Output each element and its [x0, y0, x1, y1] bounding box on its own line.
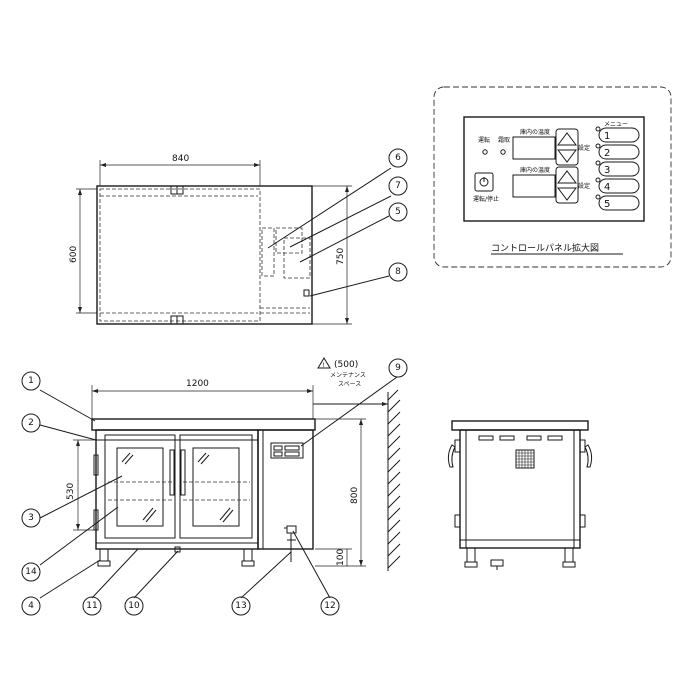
callout-9: 9	[388, 358, 408, 378]
right-door-glass	[192, 447, 240, 527]
side-leg-left	[466, 547, 476, 563]
top-view-outline	[96, 185, 313, 325]
temp-display-1	[512, 136, 556, 160]
svg-text:10: 10	[128, 601, 140, 611]
leg-right	[243, 548, 253, 562]
left-door	[104, 434, 176, 539]
set-arrows-1[interactable]	[555, 128, 579, 166]
callout-5: 5	[388, 202, 408, 222]
svg-text:1: 1	[28, 376, 34, 386]
svg-text:1: 1	[604, 131, 610, 142]
wall-hatch	[387, 389, 401, 569]
front-view: 1200 530 800 100	[66, 357, 401, 571]
svg-text:8: 8	[395, 267, 401, 277]
svg-text:14: 14	[25, 567, 37, 577]
callout-6: 6	[388, 148, 408, 168]
side-countertop	[451, 420, 589, 431]
callout-14: 14	[21, 562, 41, 582]
temp-display-2	[512, 174, 556, 198]
callout-2: 2	[21, 413, 41, 433]
maintenance-value: (500)	[334, 360, 358, 370]
callout-3: 3	[21, 508, 41, 528]
left-door-glass	[116, 447, 164, 527]
down-arrow-icon[interactable]	[557, 187, 577, 201]
svg-text:4: 4	[28, 601, 34, 611]
svg-text:3: 3	[604, 165, 610, 176]
up-arrow-icon[interactable]	[557, 170, 577, 184]
svg-text:!: !	[323, 362, 325, 369]
drain-valve	[286, 525, 297, 534]
side-leg-right	[564, 547, 574, 563]
set-arrows-2[interactable]	[555, 166, 579, 204]
dim-total-height: 800	[350, 487, 360, 504]
panel-title: コントロールパネル拡大図	[491, 242, 599, 254]
right-door	[179, 434, 253, 539]
defrost-label: 霜取	[498, 137, 510, 144]
dim-front-width: 1200	[186, 379, 209, 389]
top-view-inner-compartment	[99, 188, 261, 322]
stop-label: 運転/停止	[473, 195, 499, 203]
menu-button-1[interactable]	[598, 127, 640, 143]
set-label-1: 設定	[578, 144, 590, 152]
svg-text:12: 12	[324, 601, 335, 611]
warning-icon	[317, 357, 331, 369]
side-vent-slots	[478, 435, 563, 441]
svg-text:3: 3	[28, 513, 34, 523]
dim-top-depth: 600	[69, 246, 79, 263]
dim-leg-height: 100	[336, 549, 346, 566]
svg-text:4: 4	[604, 182, 610, 193]
maintenance-label-1: メンテナンス	[330, 372, 366, 379]
down-arrow-icon[interactable]	[557, 149, 577, 163]
control-panel-detail: 運転 霜取 庫内の温度 庫内の温度 設定 設定 運転/停止 メニュー 1	[433, 86, 672, 268]
callout-7: 7	[388, 176, 408, 196]
callout-4: 4	[21, 596, 41, 616]
callout-8: 8	[388, 262, 408, 282]
svg-text:2: 2	[28, 418, 34, 428]
leader-lines	[39, 167, 398, 599]
dim-top-height: 750	[336, 248, 346, 265]
panel-face	[463, 116, 645, 222]
callout-10: 10	[124, 596, 144, 616]
menu-button-4[interactable]	[598, 178, 640, 194]
svg-text:6: 6	[395, 153, 401, 163]
callout-11: 11	[82, 596, 102, 616]
svg-text:5: 5	[604, 199, 610, 210]
menu-button-5[interactable]	[598, 195, 640, 211]
maintenance-label-2: スペース	[338, 381, 361, 388]
menu-button-3[interactable]	[598, 161, 640, 177]
top-view: 840 600 750	[69, 154, 352, 325]
callout-12: 12	[320, 596, 340, 616]
temp-label-2: 庫内の温度	[520, 166, 550, 174]
up-arrow-icon[interactable]	[557, 132, 577, 146]
svg-text:2: 2	[604, 148, 610, 159]
callout-balloons: 1 2 3 4 5 6 7 8 9 10 11 12 13 14	[21, 148, 408, 616]
set-label-2: 設定	[578, 182, 590, 190]
callout-13: 13	[231, 596, 251, 616]
svg-text:11: 11	[86, 601, 97, 611]
side-body	[459, 429, 581, 549]
run-indicator	[482, 149, 488, 155]
dim-top-width: 840	[172, 154, 189, 164]
callout-1: 1	[21, 371, 41, 391]
front-control-panel	[270, 442, 304, 459]
svg-text:5: 5	[395, 207, 401, 217]
menu-buttons: 1 2 3 4 5	[595, 126, 640, 211]
svg-text:13: 13	[235, 601, 246, 611]
detail-frame	[433, 86, 672, 268]
dim-door-height: 530	[66, 483, 76, 500]
leg-left	[99, 548, 109, 562]
side-view	[447, 420, 593, 570]
run-label: 運転	[478, 136, 490, 144]
temp-label-1: 庫内の温度	[520, 128, 550, 136]
power-button[interactable]	[474, 172, 494, 192]
menu-label: メニュー	[604, 121, 628, 128]
menu-button-2[interactable]	[598, 144, 640, 160]
defrost-indicator	[500, 149, 506, 155]
svg-text:7: 7	[395, 181, 401, 191]
countertop	[91, 418, 316, 431]
svg-text:9: 9	[395, 363, 401, 373]
